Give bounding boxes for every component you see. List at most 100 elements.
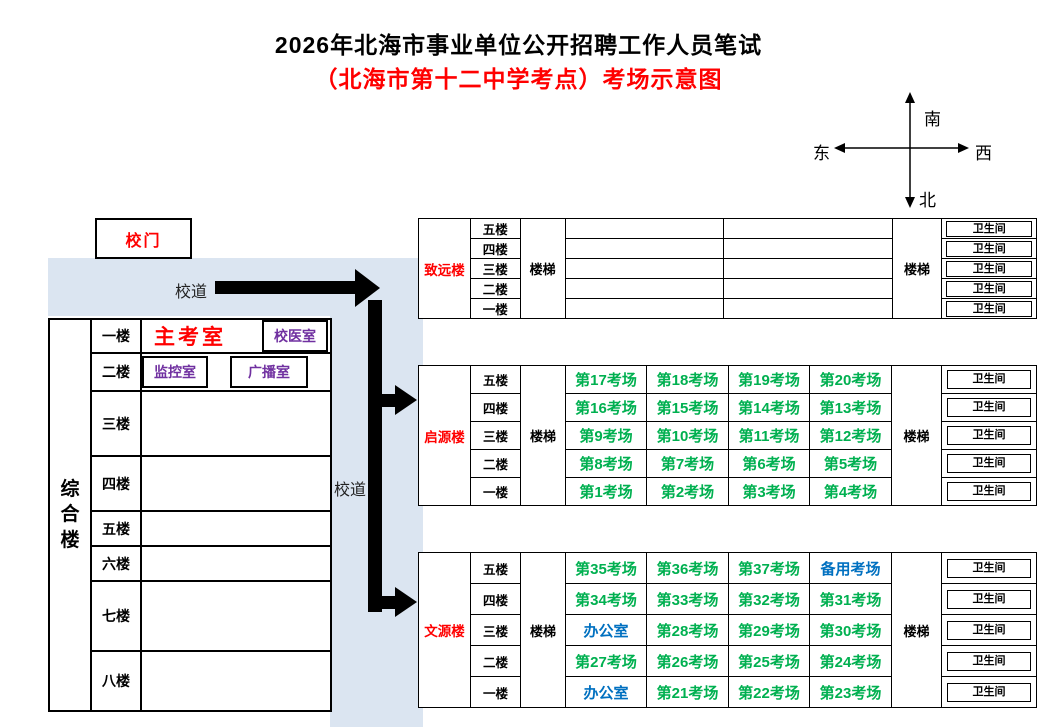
floor-label: 五楼 [470, 365, 521, 394]
empty-room-cell [564, 278, 725, 299]
empty-room-cell [564, 218, 725, 239]
toilet-label: 卫生间 [947, 454, 1031, 473]
exam-room-cell: 第24考场 [809, 645, 892, 677]
exam-room-cell: 第20考场 [809, 365, 892, 394]
clinic-box: 校医室 [262, 320, 328, 352]
floor-label: 一楼 [469, 298, 521, 319]
empty-room-cell [140, 510, 332, 547]
toilet-label: 卫生间 [946, 240, 1032, 257]
toilet-cell: 卫生间 [941, 278, 1037, 299]
toilet-cell: 卫生间 [941, 365, 1037, 394]
toilet-cell: 卫生间 [941, 477, 1037, 506]
toilet-cell: 卫生间 [941, 676, 1037, 708]
floor-label: 一楼 [470, 676, 521, 708]
exam-room-cell: 第10考场 [646, 421, 729, 450]
toilet-cell: 卫生间 [941, 238, 1037, 259]
empty-room-cell [723, 298, 893, 319]
toilet-label: 卫生间 [947, 398, 1031, 417]
floor-label: 三楼 [90, 390, 142, 457]
empty-room-cell [140, 650, 332, 712]
exam-room-cell: 第35考场 [565, 552, 647, 584]
toilet-cell: 卫生间 [941, 552, 1037, 584]
exam-room-cell: 第22考场 [728, 676, 810, 708]
floor-label: 五楼 [470, 552, 521, 584]
route-arrow-branch2-shaft [382, 596, 396, 609]
toilet-cell: 卫生间 [941, 258, 1037, 279]
toilet-label: 卫生间 [947, 620, 1031, 640]
compass-north-label: 北 [919, 191, 936, 210]
exam-room-cell: 第16考场 [565, 393, 647, 422]
floor-label: 四楼 [90, 455, 142, 512]
exam-room-cell: 第28考场 [646, 614, 729, 646]
stairs-label: 楼梯 [891, 552, 942, 708]
exam-room-cell: 第37考场 [728, 552, 810, 584]
route-arrow-branch1-shaft [382, 394, 396, 407]
floor-label: 一楼 [470, 477, 521, 506]
empty-room-cell [140, 390, 332, 457]
exam-room-cell: 第30考场 [809, 614, 892, 646]
compass-west-label: 西 [975, 144, 992, 163]
exam-room-cell: 第15考场 [646, 393, 729, 422]
building-name: 启源楼 [418, 365, 471, 506]
toilet-cell: 卫生间 [941, 449, 1037, 478]
comprehensive-building-table: 综合楼 一楼 主考室 校医室 二楼 监控室 广播室 三楼 四楼 五楼 六楼 七楼 [48, 318, 332, 712]
exam-room-cell: 第17考场 [565, 365, 647, 394]
exam-room-cell: 第32考场 [728, 583, 810, 615]
empty-room-cell [564, 238, 725, 259]
comprehensive-building-name-cell: 综合楼 [48, 318, 92, 712]
empty-room-cell [723, 278, 893, 299]
toilet-label: 卫生间 [946, 280, 1032, 297]
floor-label: 二楼 [470, 645, 521, 677]
exam-room-cell: 第9考场 [565, 421, 647, 450]
monitor-room-box: 监控室 [142, 356, 208, 388]
empty-room-cell [723, 258, 893, 279]
empty-room-cell [723, 238, 893, 259]
stairs-label: 楼梯 [891, 365, 942, 506]
stairs-label: 楼梯 [520, 552, 566, 708]
road-label-horizontal: 校道 [175, 284, 208, 301]
exam-room-cell: 第21考场 [646, 676, 729, 708]
toilet-label: 卫生间 [947, 589, 1031, 609]
main-exam-office-label: 主考室 [154, 326, 226, 349]
toilet-label: 卫生间 [946, 260, 1032, 277]
exam-room-cell: 第19考场 [728, 365, 810, 394]
empty-room-cell [140, 580, 332, 652]
exam-room-cell: 第14考场 [728, 393, 810, 422]
building-table-qiyuan: 启源楼 五楼 楼梯 第17考场 第18考场 第19考场 第20考场 楼梯 卫生间… [418, 365, 1037, 506]
toilet-label: 卫生间 [947, 426, 1031, 445]
exam-room-cell: 第12考场 [809, 421, 892, 450]
floor-label: 五楼 [90, 510, 142, 547]
floor-label: 二楼 [470, 449, 521, 478]
exam-room-cell: 第25考场 [728, 645, 810, 677]
exam-room-cell: 第11考场 [728, 421, 810, 450]
compass-arrows-icon [834, 92, 969, 208]
toilet-label: 卫生间 [947, 682, 1031, 702]
building-name: 文源楼 [418, 552, 471, 708]
toilet-cell: 卫生间 [941, 218, 1037, 239]
exam-room-cell: 第4考场 [809, 477, 892, 506]
floor-label: 三楼 [469, 258, 521, 279]
floor-label: 四楼 [470, 583, 521, 615]
road-label-vertical: 校道 [334, 482, 367, 499]
exam-room-cell: 第26考场 [646, 645, 729, 677]
route-arrow-branch1-head [395, 385, 417, 415]
exam-room-cell: 第31考场 [809, 583, 892, 615]
route-arrow-trunk [368, 300, 382, 612]
toilet-label: 卫生间 [947, 651, 1031, 671]
floor-label: 七楼 [90, 580, 142, 652]
toilet-cell: 卫生间 [941, 393, 1037, 422]
floor1-rooms-cell: 主考室 校医室 [140, 318, 332, 354]
route-arrow-horizontal-shaft [215, 281, 357, 294]
page-subtitle: （北海市第十二中学考点）考场示意图 [314, 66, 723, 92]
toilet-label: 卫生间 [947, 482, 1031, 501]
exam-room-cell: 第13考场 [809, 393, 892, 422]
toilet-cell: 卫生间 [941, 614, 1037, 646]
empty-room-cell [140, 455, 332, 512]
toilet-label: 卫生间 [946, 300, 1032, 317]
floor-label: 四楼 [469, 238, 521, 259]
exam-room-cell: 第34考场 [565, 583, 647, 615]
backup-room-cell: 备用考场 [809, 552, 892, 584]
floor-label: 三楼 [470, 421, 521, 450]
exam-room-cell: 第36考场 [646, 552, 729, 584]
